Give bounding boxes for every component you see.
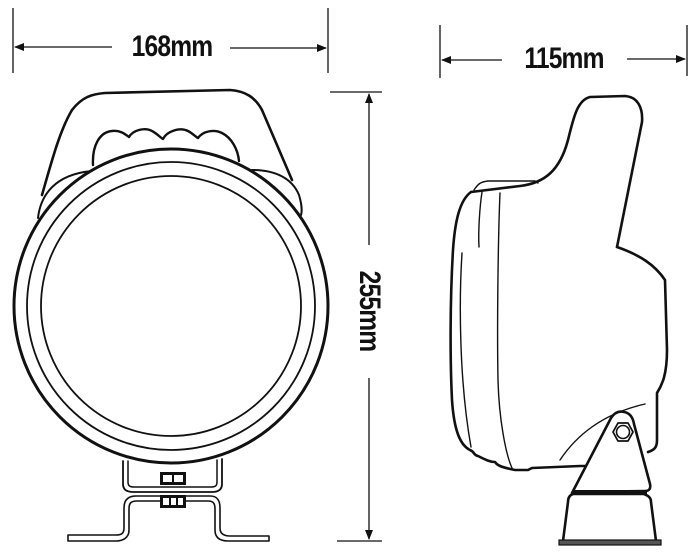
- mount-foot-plate: [558, 539, 662, 546]
- handle-grip: [91, 128, 241, 167]
- middle-ring: [26, 161, 316, 451]
- lens-ridge-2: [459, 252, 472, 448]
- mount-bracket: [570, 410, 652, 495]
- bracket-upper-inner: [127, 459, 218, 488]
- right-mount-ear: [251, 169, 303, 216]
- width-dimension-line: [12, 8, 329, 73]
- left-mount-ear: [37, 170, 93, 219]
- depth-dimension-line: [439, 25, 688, 78]
- side-rear-outline: [615, 245, 669, 454]
- lens-ridge-top: [473, 180, 539, 191]
- bracket-bolt-lower: [160, 495, 186, 508]
- bracket-bolt-upper: [160, 472, 186, 485]
- handle-outline: [40, 88, 294, 197]
- lens-ridge-1: [478, 191, 483, 248]
- depth-dimension-label: 115mm: [511, 44, 617, 74]
- outer-bezel: [12, 147, 330, 465]
- lens-ring: [40, 175, 302, 437]
- bracket-lower: [67, 495, 270, 542]
- lens-ridge-3: [496, 192, 513, 469]
- hex-nut: [612, 422, 634, 442]
- height-dimension-label: 255mm: [353, 261, 386, 361]
- swivel-arc: [559, 403, 646, 461]
- height-dimension-line: [330, 91, 382, 542]
- front-view: [12, 88, 330, 542]
- mount-base: [561, 492, 658, 543]
- side-view: [449, 94, 669, 543]
- nut-washer: [615, 424, 631, 440]
- side-body-outline: [449, 190, 587, 472]
- width-dimension-label: 168mm: [122, 32, 222, 62]
- side-handle-outline: [469, 94, 644, 249]
- bracket-upper: [122, 458, 223, 493]
